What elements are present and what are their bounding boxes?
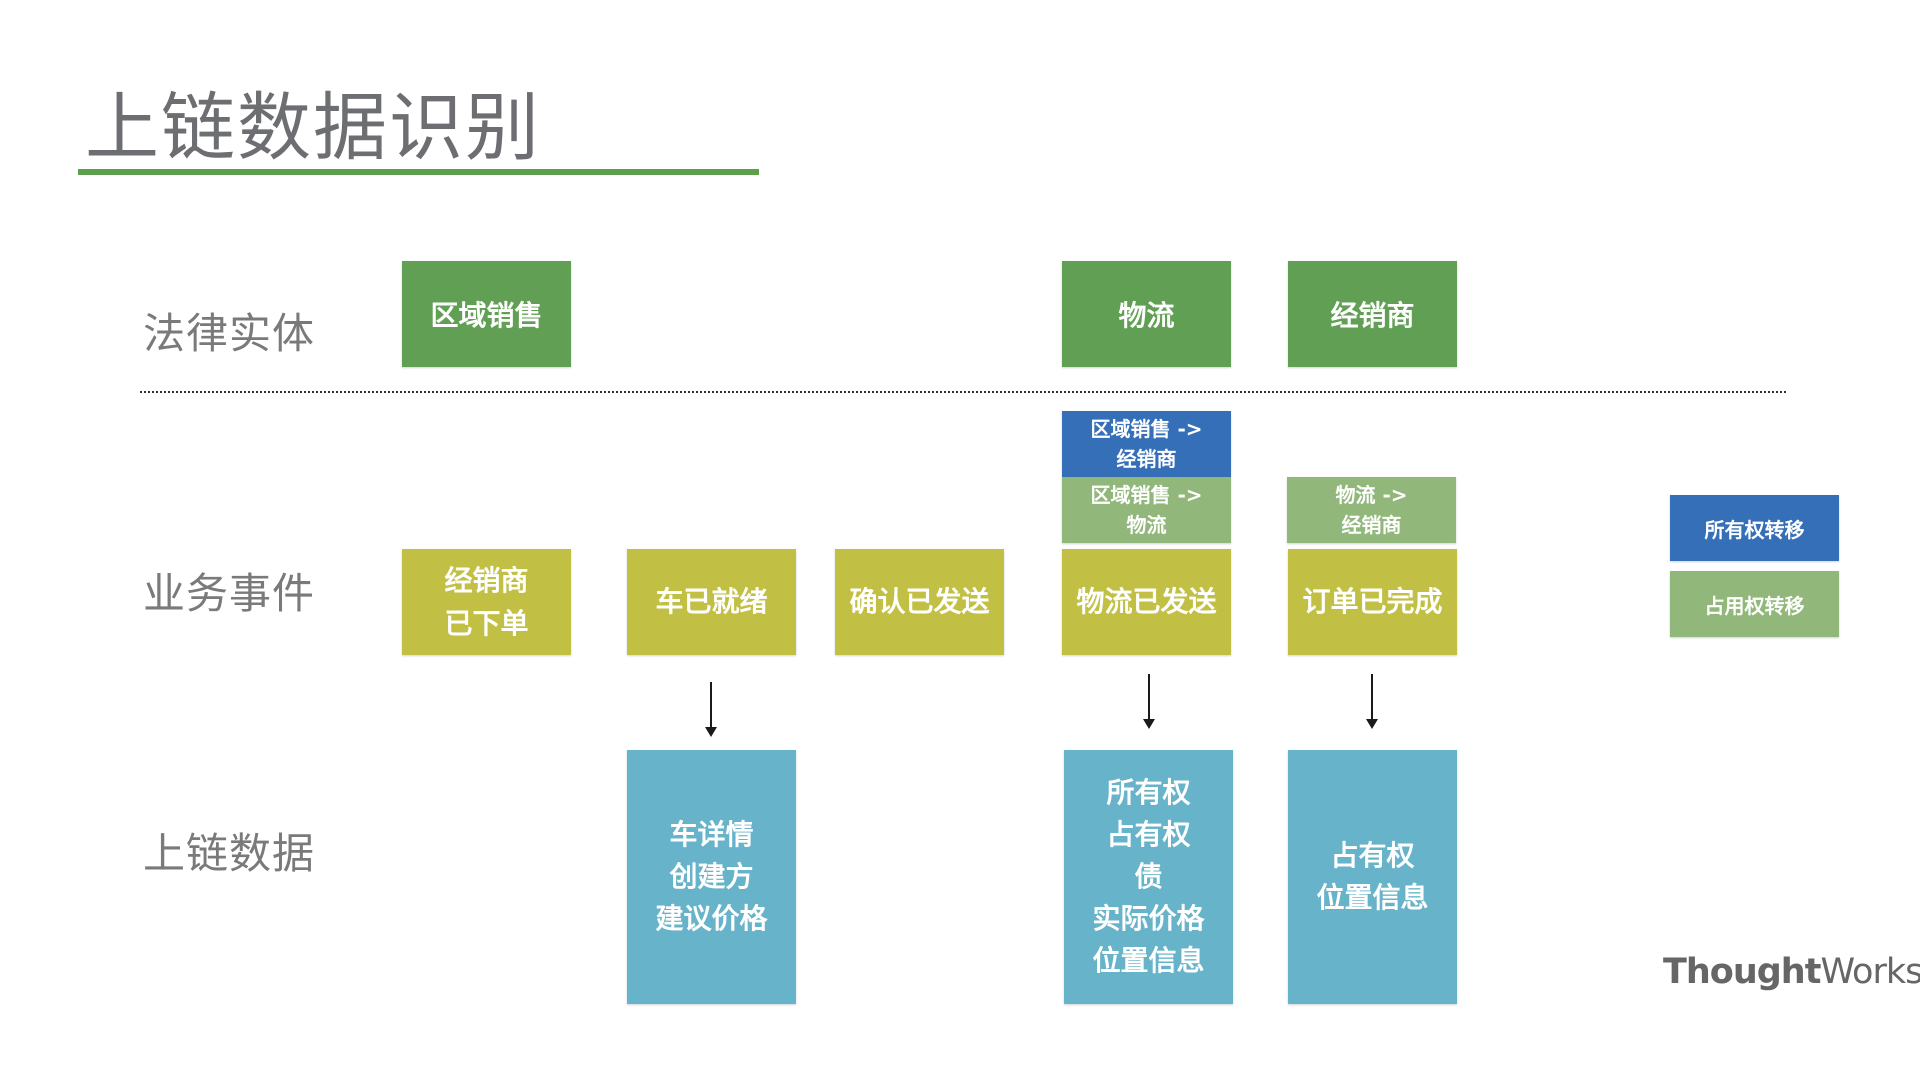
- event-car-ready-label: 车已就绪: [655, 585, 768, 619]
- chain-data-logistics-shipped: 所有权 占有权 债 实际价格 位置信息: [1064, 750, 1233, 1004]
- page-title: 上链数据识别: [85, 85, 541, 171]
- row-label-business-event: 业务事件: [143, 569, 316, 618]
- event-order-completed: 订单已完成: [1288, 549, 1457, 655]
- event-dealer-ordered-line-2: 已下单: [444, 607, 529, 640]
- entity-logistics: 物流: [1062, 261, 1231, 367]
- event-order-completed-label: 订单已完成: [1302, 585, 1443, 619]
- event-car-ready: 车已就绪: [627, 549, 796, 655]
- event-confirm-shipped: 确认已发送: [835, 549, 1004, 655]
- event-confirm-shipped-label: 确认已发送: [849, 585, 990, 619]
- legend-ownership-transfer-label: 所有权转移: [1704, 517, 1805, 542]
- ownership-transfer-regional-to-dealer: 区域销售 -> 经销商: [1062, 411, 1231, 477]
- legend-possession-transfer: 占用权转移: [1670, 571, 1839, 637]
- event-dealer-ordered: 经销商 已下单: [402, 549, 571, 655]
- legend-possession-transfer-label: 占用权转移: [1704, 593, 1805, 618]
- title-underline: [78, 169, 759, 175]
- arrow-order-completed: [1366, 674, 1378, 729]
- entity-dealer: 经销商: [1288, 261, 1457, 367]
- transfer-to-label: 经销商: [1341, 513, 1402, 537]
- chain-data-item: 位置信息: [1316, 881, 1429, 914]
- entity-dealer-label: 经销商: [1330, 299, 1415, 332]
- chain-data-item: 占有权: [1106, 818, 1191, 851]
- chain-data-order-completed: 占有权 位置信息: [1288, 750, 1457, 1004]
- chain-data-item: 创建方: [669, 860, 754, 893]
- transfer-from-label: 区域销售 ->: [1090, 417, 1203, 441]
- transfer-from-label: 物流 ->: [1335, 483, 1408, 507]
- arrow-car-ready: [705, 682, 717, 737]
- chain-data-car-ready: 车详情 创建方 建议价格: [627, 750, 796, 1004]
- transfer-from-label: 区域销售 ->: [1090, 483, 1203, 507]
- event-dealer-ordered-line-1: 经销商: [444, 563, 529, 597]
- chain-data-item: 实际价格: [1092, 902, 1205, 935]
- event-logistics-shipped: 物流已发送: [1062, 549, 1231, 655]
- chain-data-item: 占有权: [1330, 839, 1415, 872]
- entity-regional-sales-label: 区域销售: [430, 299, 543, 332]
- row-label-legal-entity: 法律实体: [143, 309, 316, 358]
- logo-part-thought: Thought: [1663, 952, 1821, 992]
- row-label-on-chain-data: 上链数据: [143, 829, 316, 878]
- possession-transfer-logistics-to-dealer: 物流 -> 经销商: [1287, 477, 1456, 543]
- entity-regional-sales: 区域销售: [402, 261, 571, 367]
- chain-data-item: 债: [1134, 860, 1163, 893]
- event-logistics-shipped-label: 物流已发送: [1076, 585, 1217, 619]
- chain-data-item: 位置信息: [1092, 944, 1205, 977]
- chain-data-item: 建议价格: [655, 902, 768, 935]
- thoughtworks-logo: ThoughtWorks®: [1663, 952, 1920, 992]
- chain-data-item: 所有权: [1106, 776, 1191, 809]
- transfer-to-label: 经销商: [1116, 447, 1177, 471]
- logo-part-works: Works: [1820, 952, 1920, 992]
- legend-ownership-transfer: 所有权转移: [1670, 495, 1839, 561]
- chain-data-item: 车详情: [669, 818, 754, 851]
- possession-transfer-regional-to-logistics: 区域销售 -> 物流: [1062, 477, 1231, 543]
- transfer-to-label: 物流: [1126, 513, 1167, 537]
- entity-logistics-label: 物流: [1118, 299, 1175, 332]
- section-divider: [140, 391, 1786, 393]
- arrow-logistics-shipped: [1143, 674, 1155, 729]
